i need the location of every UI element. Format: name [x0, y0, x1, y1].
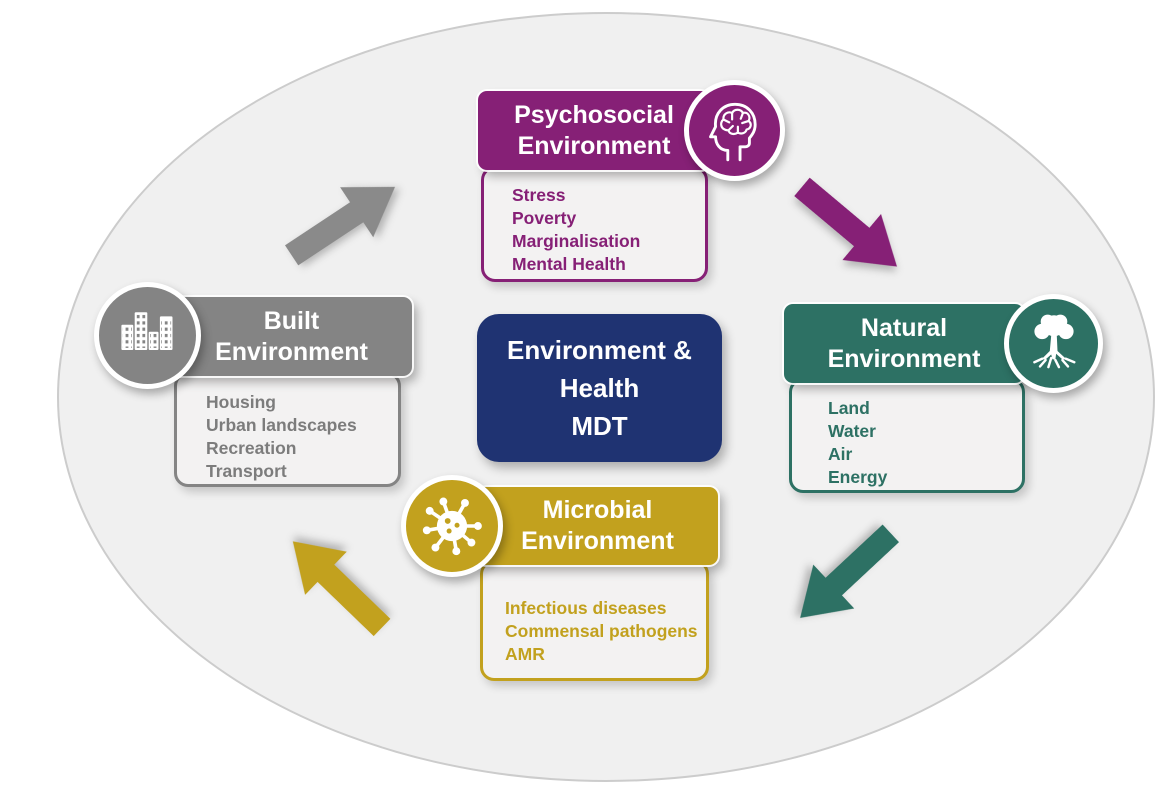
list-item: Energy	[828, 467, 888, 487]
tree-roots-icon	[1032, 314, 1076, 368]
arrow-built-to-psychosocial	[273, 157, 416, 283]
built-title-line2: Environment	[215, 337, 368, 366]
microbial-header: Microbial Environment	[477, 487, 718, 565]
psychosocial-header: Psychosocial Environment	[478, 91, 710, 170]
list-item: Poverty	[512, 208, 577, 228]
list-item: Commensal pathogens	[505, 621, 698, 641]
list-item: Urban landscapes	[206, 415, 357, 435]
list-item: Recreation	[206, 438, 297, 458]
list-item: Air	[828, 444, 853, 464]
microbial-title-line1: Microbial	[542, 496, 653, 524]
list-item: Housing	[206, 392, 276, 412]
built-title-line1: Built	[263, 306, 320, 335]
psychosocial-title-line1: Psychosocial	[514, 100, 674, 129]
virus-icon	[422, 497, 482, 556]
built-icon-badge	[94, 282, 201, 389]
natural-title-line1: Natural	[860, 313, 948, 342]
arrow-microbial-to-built	[267, 515, 405, 651]
psychosocial-items-panel: Stress Poverty Marginalisation Mental He…	[481, 166, 708, 282]
center-title-line1: Environment &	[507, 335, 692, 365]
arrow-icon	[292, 541, 391, 637]
arrow-natural-to-microbial	[775, 509, 914, 645]
microbial-icon-badge	[401, 475, 503, 577]
list-item: Land	[828, 398, 870, 418]
natural-header: Natural Environment	[784, 304, 1024, 383]
natural-title-line2: Environment	[827, 344, 981, 373]
list-item: Mental Health	[512, 254, 626, 274]
buildings-icon	[120, 311, 172, 350]
list-item: Water	[828, 421, 876, 441]
list-item: Infectious diseases	[505, 598, 667, 618]
microbial-items-panel: Infectious diseases Commensal pathogens …	[480, 560, 709, 681]
arrow-icon	[285, 186, 396, 266]
natural-items-panel: Land Water Air Energy	[789, 378, 1025, 493]
head-brain-icon	[708, 102, 757, 161]
center-title-line3: MDT	[571, 411, 628, 441]
center-title-line2: Health	[559, 373, 640, 403]
microbial-title-line2: Environment	[521, 527, 674, 555]
built-header: Built Environment	[171, 297, 412, 376]
psychosocial-icon-badge	[684, 80, 785, 181]
list-item: Marginalisation	[512, 231, 641, 251]
natural-icon-badge	[1004, 294, 1103, 393]
arrow-icon	[800, 524, 899, 618]
center-box: Environment & Health MDT	[477, 314, 722, 462]
arrow-psychosocial-to-natural	[781, 162, 921, 295]
psychosocial-title-line2: Environment	[517, 131, 671, 160]
list-item: Transport	[206, 461, 287, 481]
built-items-panel: Housing Urban landscapes Recreation Tran…	[174, 372, 401, 487]
arrow-icon	[794, 177, 897, 267]
list-item: AMR	[505, 644, 545, 664]
list-item: Stress	[512, 185, 566, 205]
